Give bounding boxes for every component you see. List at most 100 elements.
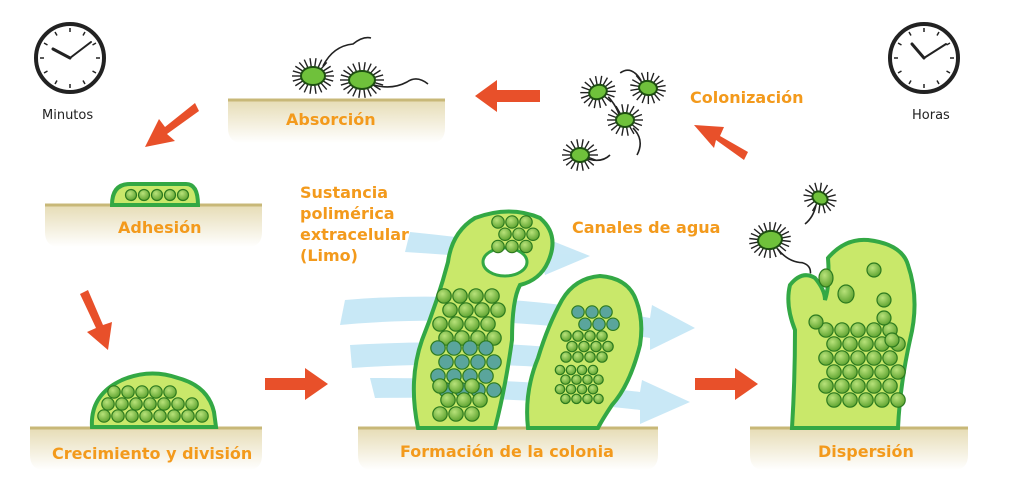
bacterium-icon — [619, 69, 666, 105]
stage-label-adhesion: Adhesión — [118, 218, 202, 237]
bacterial-cell — [578, 340, 590, 353]
surface-formacion — [358, 428, 658, 470]
clock-left-icon — [34, 22, 106, 94]
bacterial-cell — [195, 409, 209, 423]
bacterial-cell — [163, 385, 177, 399]
label-canales-de-agua: Canales de agua — [572, 218, 721, 237]
bacterial-cell — [498, 227, 512, 242]
stage-label-crecimiento: Crecimiento y división — [52, 444, 253, 463]
bacterial-cell — [438, 354, 454, 370]
bacterial-cell — [456, 392, 472, 408]
arrow-adhesion-to-crecimiento — [80, 290, 112, 350]
bacterial-cell — [842, 392, 858, 408]
arrow-absorcion-to-adhesion — [145, 103, 199, 147]
bacterial-cell — [115, 397, 129, 411]
bacterial-cell — [139, 409, 153, 423]
bacterium-icon — [292, 36, 372, 94]
bacterial-cell — [505, 239, 519, 254]
bacterial-cell — [436, 288, 452, 304]
bacterial-cell — [834, 378, 850, 394]
bacterial-cell — [101, 397, 115, 411]
bacterial-cell — [858, 392, 874, 408]
bacterial-cell — [593, 374, 604, 385]
bacterial-cell — [560, 351, 572, 363]
bacterial-cell — [858, 336, 874, 352]
bacterial-cell — [452, 288, 468, 304]
bacterial-cell — [448, 406, 464, 422]
bacterial-cell — [590, 340, 602, 353]
stage-label-absorcion: Absorción — [286, 110, 376, 129]
bacterial-cell — [430, 340, 446, 356]
bacterial-cell — [582, 393, 593, 405]
bacterial-cell — [596, 351, 608, 363]
bacterial-cell — [446, 340, 462, 356]
bacterial-cell — [866, 350, 882, 366]
bacterial-cell — [442, 302, 458, 318]
bacterial-cell — [850, 378, 866, 394]
bacterial-cell — [124, 188, 138, 202]
bacterial-cell — [882, 378, 898, 394]
bacterial-cell — [593, 393, 604, 405]
arrow-crecimiento-to-formacion — [265, 368, 328, 400]
bacterial-cell — [592, 317, 606, 332]
bacterial-cell — [554, 383, 566, 395]
bacterial-cell — [519, 239, 533, 254]
stage-label-dispersion: Dispersión — [818, 442, 914, 461]
bacterium-icon — [803, 182, 837, 225]
surface-crecimiento — [30, 428, 262, 470]
bacterial-cell — [512, 227, 526, 242]
bacterial-cell — [572, 330, 584, 342]
bacterial-cell — [167, 409, 181, 423]
bacterial-cell — [135, 385, 149, 399]
bacterial-cell — [458, 302, 474, 318]
stage-label-formacion: Formación de la colonia — [400, 442, 614, 461]
bacterial-cell — [468, 288, 484, 304]
bacterial-cell — [448, 378, 464, 394]
bacterial-cell — [121, 385, 135, 399]
bacterial-cell — [478, 340, 494, 356]
bacterial-cell — [834, 322, 850, 338]
bacterial-cell — [599, 305, 613, 319]
bacterium-icon — [749, 221, 812, 274]
bacterium-icon — [607, 104, 643, 156]
free-bacteria — [292, 36, 837, 274]
bacterial-cell — [486, 382, 502, 398]
bacterial-cell — [153, 409, 167, 423]
bacterial-cell — [850, 350, 866, 366]
bacterial-cell — [474, 302, 490, 318]
clock-label-horas: Horas — [912, 108, 950, 123]
bacterium-icon — [562, 139, 611, 171]
bacterial-cell — [432, 378, 448, 394]
bacterial-cell — [585, 305, 599, 319]
bacterial-cell — [826, 364, 842, 380]
process-arrows — [80, 80, 758, 400]
label-sustancia-polimerica: Sustancia polimérica extracelular (Limo) — [300, 183, 409, 265]
bacterial-cell — [602, 340, 614, 353]
bacterial-cell — [464, 316, 480, 332]
clock-right-icon — [888, 22, 960, 94]
bacterial-cell — [486, 354, 502, 370]
bacterial-cell — [176, 188, 190, 202]
bacterial-cell — [125, 409, 139, 423]
bacterial-cell — [818, 322, 834, 338]
bacterial-cell — [111, 409, 125, 423]
bacterial-cell — [107, 385, 121, 399]
bacterial-cell — [185, 397, 199, 411]
bacterial-cell — [432, 406, 448, 422]
bacterial-cell — [478, 368, 494, 384]
bacterial-cell — [584, 330, 596, 342]
surface-absorcion — [228, 100, 445, 143]
bacterial-cell — [826, 392, 842, 408]
bacterial-cell — [576, 383, 588, 395]
bacterium-icon — [580, 75, 622, 127]
bacterial-cell — [464, 378, 480, 394]
surfaces — [30, 98, 968, 470]
bacterial-cell — [874, 392, 890, 408]
arrow-dispersion-to-colonizacion — [694, 125, 748, 160]
water-pore — [481, 246, 529, 278]
arrow-formacion-to-dispersion — [695, 368, 758, 400]
bacterial-cell — [578, 317, 592, 332]
bacterial-cell — [143, 397, 157, 411]
bacterial-cell — [137, 188, 151, 202]
bacterial-cell — [484, 288, 500, 304]
